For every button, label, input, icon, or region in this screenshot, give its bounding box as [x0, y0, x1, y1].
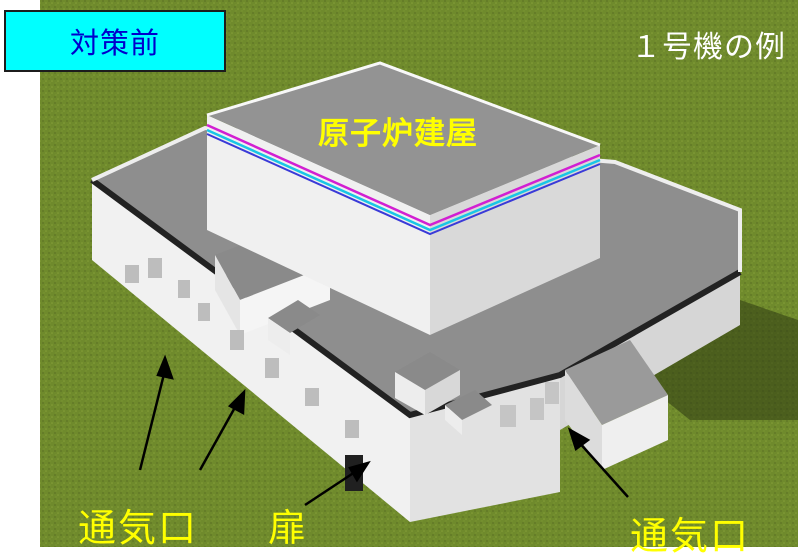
stripe-blue	[206, 133, 601, 236]
stripe-cyan	[206, 128, 601, 232]
roof-box-left-front	[240, 265, 330, 335]
vent	[530, 398, 544, 420]
vent	[125, 265, 139, 283]
vent	[545, 382, 559, 404]
reactor-block-front	[207, 115, 430, 335]
reactor-block-roof	[207, 63, 600, 215]
roof-box-right	[395, 352, 460, 390]
vent	[305, 388, 319, 406]
vent	[148, 258, 162, 278]
vent	[178, 280, 190, 298]
annex-front	[602, 395, 668, 470]
vent	[230, 330, 244, 350]
stripe-magenta	[206, 123, 601, 227]
annex-top	[565, 340, 668, 425]
status-badge: 対策前	[4, 10, 226, 72]
building-left-wall	[92, 180, 410, 522]
door-label: 扉	[268, 506, 309, 550]
vent	[500, 405, 516, 427]
vent-label-right: 通気口	[630, 514, 751, 558]
roof-box-right-side	[425, 370, 460, 415]
annex-side	[565, 370, 602, 470]
vent-label-left: 通気口	[78, 506, 199, 550]
roof-box-left-wall	[215, 255, 240, 335]
reactor-roof-edge	[206, 61, 601, 147]
reactor-block-side	[430, 145, 600, 335]
roof-edge-top	[91, 125, 742, 272]
roof-box-far	[445, 390, 492, 420]
reactor-building-label: 原子炉建屋	[318, 116, 478, 152]
roof-box-mid-front	[268, 318, 290, 355]
badge-text: 対策前	[69, 26, 160, 60]
vent	[198, 303, 210, 321]
reactor-building-illustration	[40, 0, 798, 547]
arrows	[138, 354, 629, 507]
roof-box-right-front	[395, 372, 425, 415]
vent	[265, 358, 279, 378]
vent	[345, 420, 359, 438]
roof-box-mid	[268, 300, 320, 333]
example-note: １号機の例	[631, 30, 786, 65]
roof-box-far-front	[445, 405, 462, 435]
